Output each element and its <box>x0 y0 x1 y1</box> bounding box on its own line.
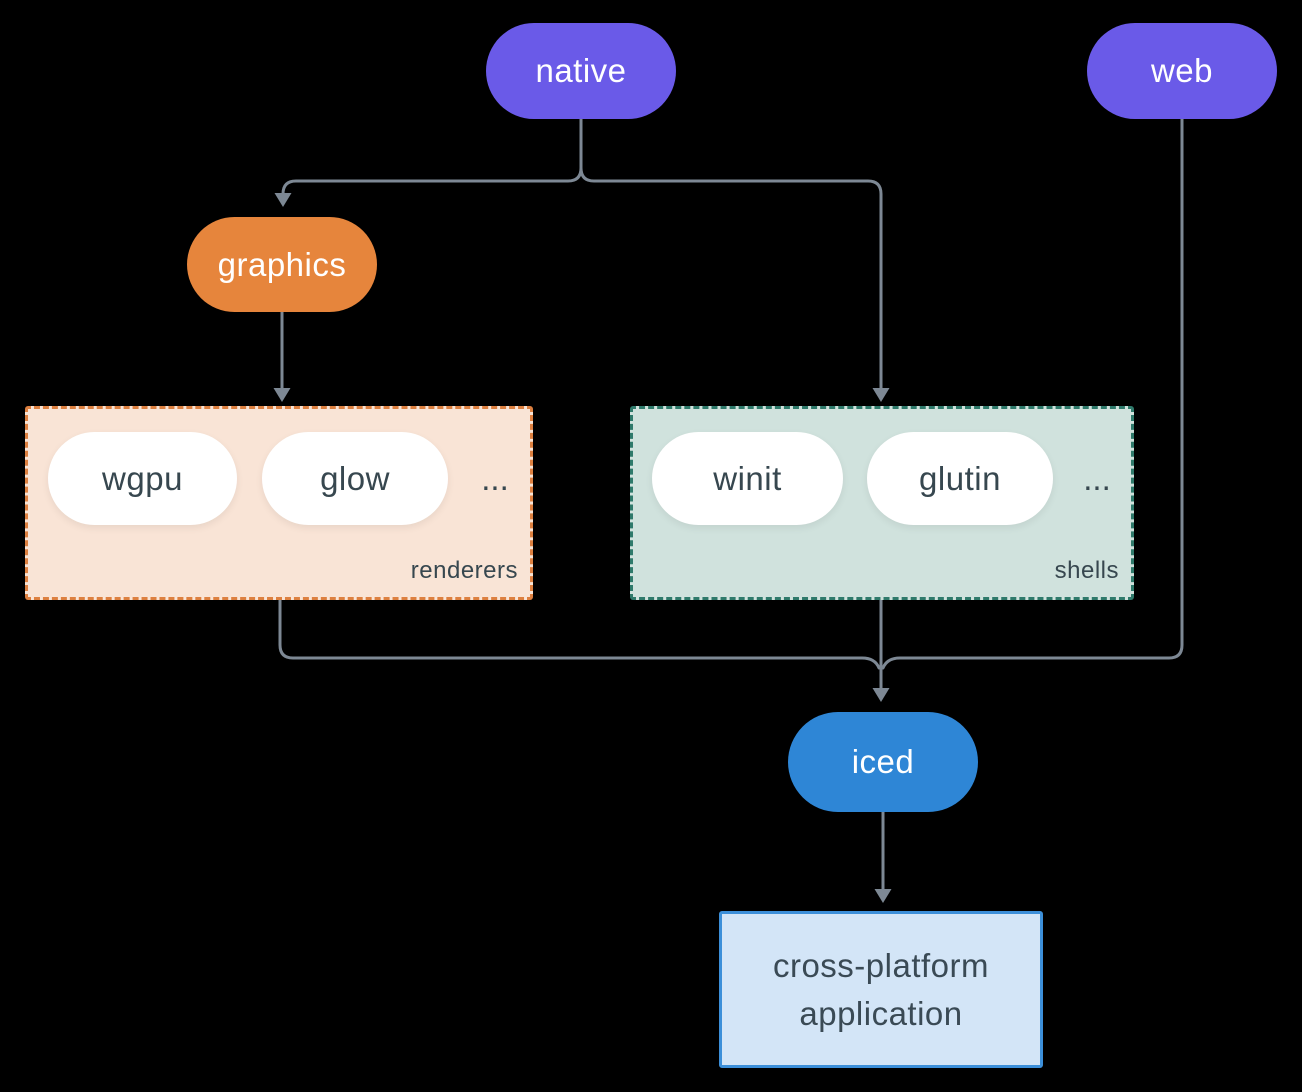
edge-native-graphics <box>281 117 583 200</box>
node-web-label: web <box>1150 52 1214 89</box>
arrowhead-application <box>874 889 892 903</box>
arrowhead-shells <box>872 388 890 402</box>
node-graphics-label: graphics <box>217 245 347 283</box>
node-winit-label: winit <box>713 459 782 497</box>
edge-native-shells <box>579 117 883 393</box>
arrowhead-iced <box>872 688 890 702</box>
shells-ellipsis: ... <box>1083 459 1111 497</box>
group-renderers-label: renderers <box>410 557 518 584</box>
renderers-ellipsis: ... <box>481 459 509 497</box>
arrowhead-renderers <box>273 388 291 402</box>
group-renderers: wgpu glow ... renderers <box>25 406 533 600</box>
group-shells-label: shells <box>1054 557 1119 584</box>
edge-web-iced <box>881 117 1184 670</box>
node-glow-label: glow <box>320 459 390 497</box>
node-glutin-label: glutin <box>919 459 1001 497</box>
node-winit: winit <box>652 432 843 525</box>
node-glutin: glutin <box>867 432 1053 525</box>
application-label-line2: application <box>799 994 963 1032</box>
group-shells: winit glutin ... shells <box>630 406 1134 600</box>
node-web: web <box>1087 23 1277 119</box>
application-label-line1: cross-platform <box>772 946 990 984</box>
node-native: native <box>486 23 676 119</box>
arrowhead-graphics <box>274 193 292 207</box>
edge-renderers-iced <box>278 598 881 670</box>
node-iced-label: iced <box>851 743 915 780</box>
node-native-label: native <box>535 52 627 89</box>
node-glow: glow <box>262 432 448 525</box>
node-application: cross-platform application <box>719 911 1043 1068</box>
node-wgpu: wgpu <box>48 432 237 525</box>
node-graphics: graphics <box>187 217 377 312</box>
node-iced: iced <box>788 712 978 812</box>
node-wgpu-label: wgpu <box>102 459 183 497</box>
